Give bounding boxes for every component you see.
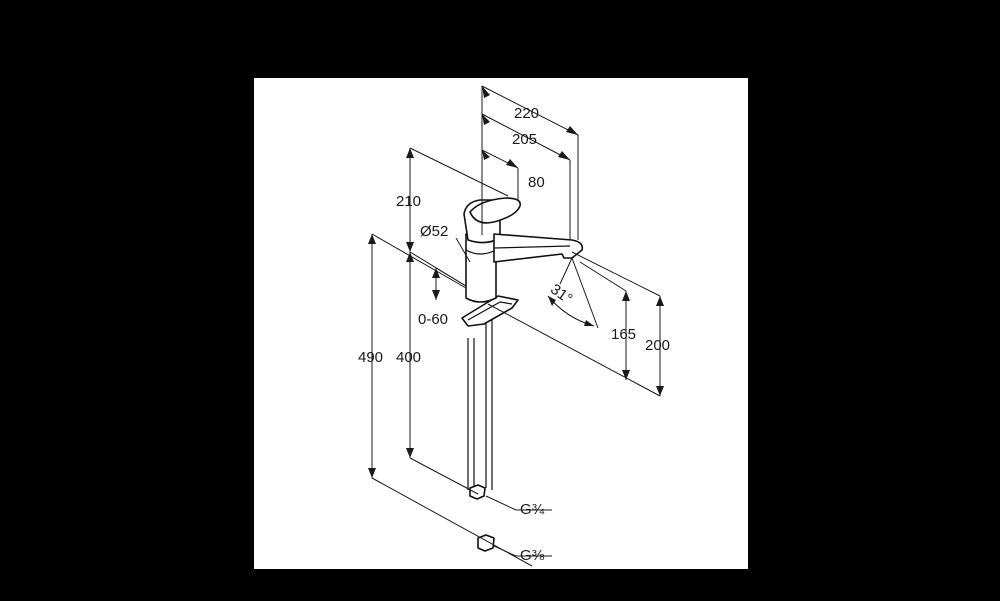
hose-right [485,318,493,490]
bracket-edge [467,301,513,321]
faucet-column [465,233,497,303]
technical-drawing-sheet: 220 205 80 210 Ø52 0-60 490 400 31° 165 … [254,78,748,569]
label-0-60: 0-60 [418,311,448,328]
spout-edge [493,245,571,249]
hose-connector-g34 [469,484,486,500]
label-205: 205 [512,131,537,148]
label-490: 490 [358,349,383,366]
label-thread-g38: G⅜ [520,547,545,564]
faucet-dimension-drawing: 220 205 80 210 Ø52 0-60 490 400 31° 165 … [358,85,670,567]
label-diameter-52: Ø52 [420,223,448,240]
dimension-arrows [368,86,664,478]
lever-handle [469,197,522,224]
label-210: 210 [396,193,421,210]
mounting-bracket [461,295,519,327]
label-200: 200 [645,337,670,354]
hose-left [467,338,475,492]
label-400: 400 [396,349,421,366]
dimension-lines [371,85,661,567]
label-220: 220 [514,105,539,122]
label-80: 80 [528,174,545,191]
spout [493,233,584,263]
faucet-body [461,197,584,552]
label-165: 165 [611,326,636,343]
label-thread-g34: G¾ [520,501,545,518]
